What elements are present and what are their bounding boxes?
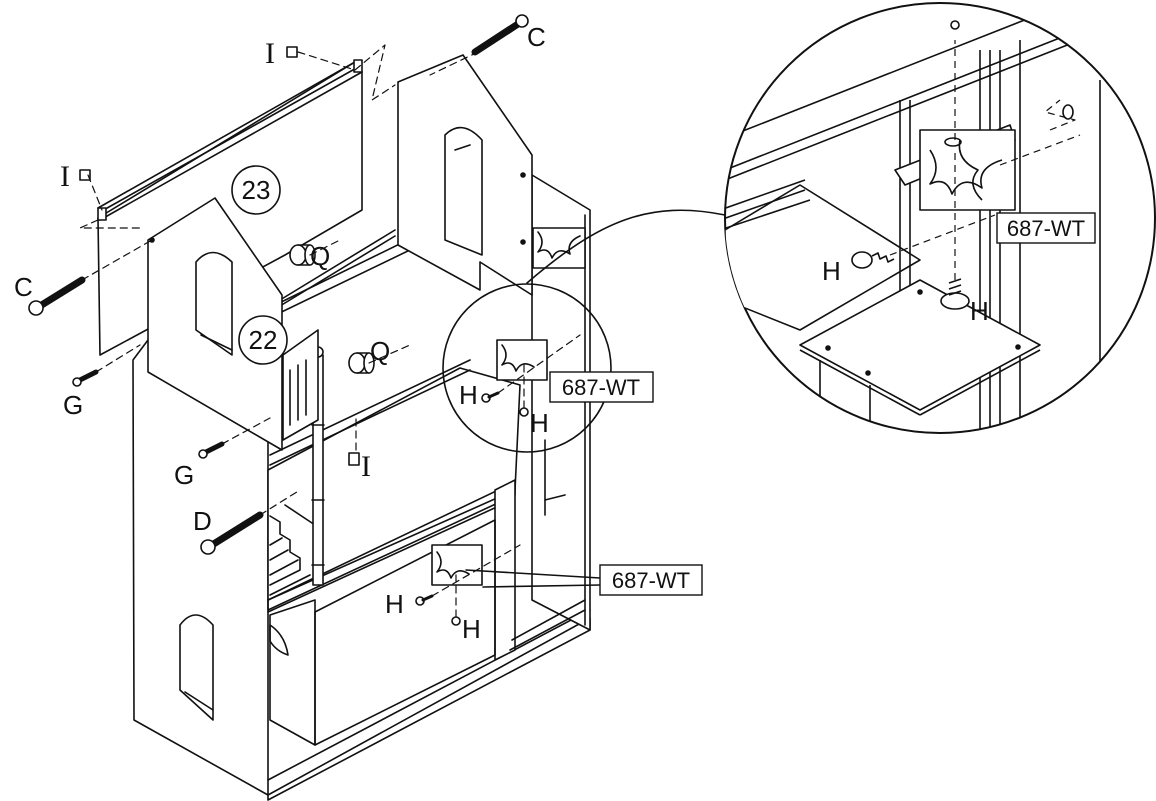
right-gable-panel	[397, 54, 533, 296]
label-h: H	[462, 614, 481, 644]
label-h: H	[385, 589, 404, 619]
label-c: C	[14, 272, 33, 302]
front-gable-22	[147, 197, 283, 451]
step-badge-22: 22	[238, 315, 288, 365]
detail-focus-circle	[442, 283, 612, 453]
corner-brackets	[269, 227, 586, 656]
label-h: H	[822, 256, 841, 286]
step-number-22: 22	[249, 325, 278, 355]
label-g: G	[174, 460, 194, 490]
label-q: Q	[370, 336, 390, 366]
hardware-screws	[28, 14, 529, 626]
label-h: H	[970, 296, 989, 326]
label-h: H	[459, 380, 478, 410]
label-c: C	[527, 22, 546, 52]
part-number-label: 687-WT	[612, 568, 690, 593]
label-i: I	[361, 450, 371, 483]
dollhouse-body	[132, 174, 591, 801]
label-q: Q	[310, 241, 330, 271]
part-callout-detail: 687-WT	[996, 212, 1096, 244]
label-i: I	[265, 37, 275, 70]
label-h: H	[530, 408, 549, 438]
part-callout-upper: 687-WT	[549, 371, 654, 403]
label-i: I	[60, 160, 70, 193]
part-number-label: 687-WT	[1007, 216, 1085, 241]
label-d: D	[193, 506, 212, 536]
detail-leader	[526, 209, 726, 284]
hardware-letters: C C D G G Q Q I I I H H H H H H	[14, 22, 989, 644]
part-callout-lower: 687-WT	[599, 564, 703, 596]
label-g: G	[63, 390, 83, 420]
detail-magnifier	[724, 2, 1156, 434]
balcony-railing	[282, 329, 319, 441]
step-badge-23: 23	[231, 165, 281, 215]
part-number-label: 687-WT	[562, 375, 640, 400]
step-number-23: 23	[242, 175, 271, 205]
